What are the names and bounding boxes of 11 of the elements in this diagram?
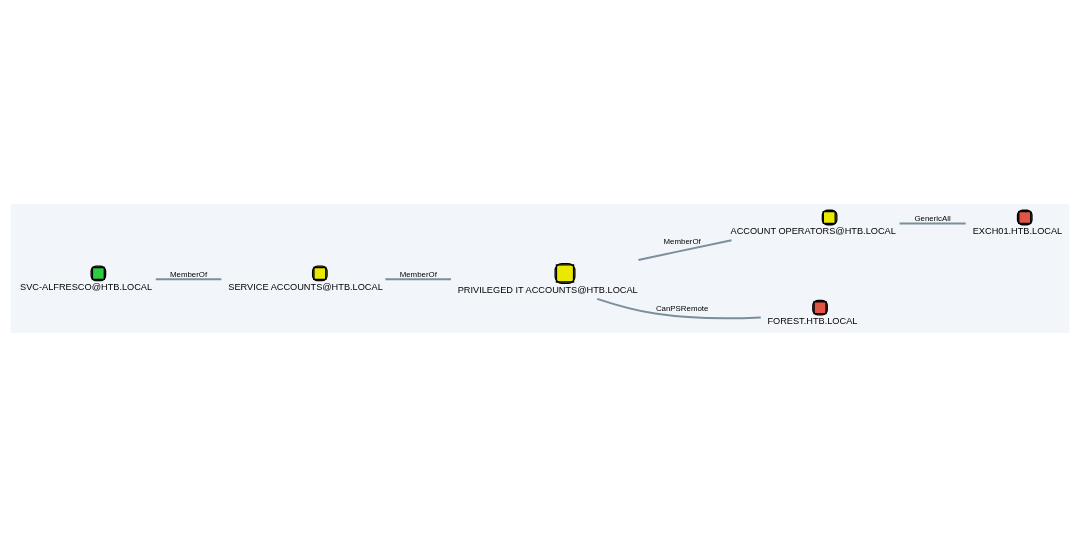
node-label: SERVICE ACCOUNTS@HTB.LOCAL [228,281,383,292]
connector [898,221,967,224]
node-label: ACCOUNT OPERATORS@HTB.LOCAL [730,225,896,236]
connector [154,277,223,280]
connector [384,277,452,280]
node-label: PRIVILEGED IT ACCOUNTS@HTB.LOCAL [457,284,638,295]
node-label: FOREST.HTB.LOCAL [767,315,858,326]
node-label: EXCH01.HTB.LOCAL [972,225,1063,236]
connector [637,238,733,261]
node-label: SVC-ALFRESCO@HTB.LOCAL [20,281,153,292]
connector [596,297,762,319]
